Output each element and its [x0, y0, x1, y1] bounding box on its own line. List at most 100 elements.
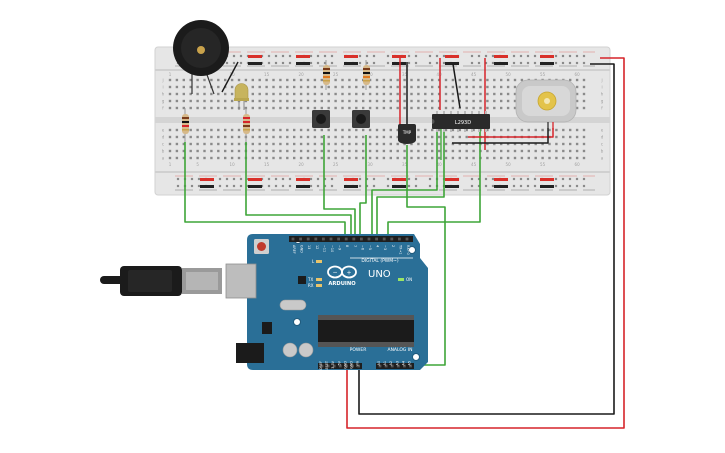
- row-letter: d: [601, 135, 604, 140]
- capacitor-2: [298, 342, 314, 358]
- resistor-2[interactable]: [243, 108, 250, 142]
- wire-black-gnd[interactable]: [358, 63, 615, 415]
- header-pin[interactable]: [338, 364, 342, 368]
- usb-port[interactable]: [225, 263, 257, 299]
- on-label: ON: [406, 277, 412, 282]
- top-power-rail: [175, 51, 595, 67]
- header-pin[interactable]: [345, 364, 348, 368]
- pin-label: 5V: [337, 360, 341, 365]
- row-letter: h: [601, 92, 604, 97]
- digital-label: DIGITAL (PWM~): [361, 258, 399, 264]
- row-letter: g: [162, 99, 165, 104]
- header-pin[interactable]: [314, 237, 318, 241]
- led[interactable]: [234, 83, 249, 111]
- header-pin[interactable]: [403, 364, 406, 368]
- pin-label: RX←0: [406, 245, 410, 255]
- row-letter: e: [162, 128, 165, 133]
- header-pin[interactable]: [367, 237, 371, 241]
- header-pin[interactable]: [306, 237, 310, 241]
- pin-label: Vin: [356, 361, 360, 366]
- usb-cable[interactable]: [100, 266, 222, 296]
- row-letter: c: [601, 142, 603, 147]
- svg-text:L: L: [312, 259, 315, 264]
- pin-label: A3: [395, 361, 399, 365]
- column-number: 15: [264, 162, 270, 167]
- header-pin[interactable]: [337, 237, 340, 241]
- crystal: [279, 299, 307, 311]
- pin-label: TX→1: [398, 244, 402, 254]
- column-number: 50: [506, 72, 512, 77]
- header-pin[interactable]: [396, 364, 400, 368]
- row-letter: c: [162, 142, 164, 147]
- header-pin[interactable]: [405, 237, 409, 241]
- pushbutton-2[interactable]: [352, 110, 370, 128]
- wire-red-motor[interactable]: [468, 128, 554, 138]
- header-pin[interactable]: [299, 237, 302, 241]
- row-letter: j: [161, 78, 163, 83]
- column-number: 30: [368, 72, 374, 77]
- pin-label: GND: [350, 361, 354, 369]
- resistor-4[interactable]: [363, 60, 370, 90]
- header-pin[interactable]: [320, 364, 324, 368]
- pin-label: 3.3V: [331, 360, 335, 368]
- wire-black-motor[interactable]: [452, 128, 549, 144]
- pin-label: GND: [343, 361, 347, 369]
- header-pin[interactable]: [322, 237, 325, 241]
- wire-green-1[interactable]: [184, 142, 346, 238]
- column-number: 50: [506, 162, 512, 167]
- header-pin[interactable]: [332, 364, 336, 368]
- driver-label: L293D: [455, 120, 471, 126]
- pin-label: 4: [376, 245, 380, 247]
- analog-header[interactable]: [376, 363, 414, 369]
- column-number: 1: [169, 162, 172, 167]
- header-pin[interactable]: [375, 237, 378, 241]
- wire-red-5v[interactable]: [346, 57, 625, 429]
- column-number: 25: [333, 72, 339, 77]
- row-letter: a: [601, 156, 604, 161]
- svg-text:RX: RX: [308, 283, 314, 288]
- column-number: 15: [264, 72, 270, 77]
- pin-label: AREF: [292, 245, 296, 254]
- piezo-buzzer[interactable]: [173, 20, 229, 95]
- wire-green-2[interactable]: [245, 142, 352, 238]
- dc-motor[interactable]: [515, 79, 577, 130]
- reset-button[interactable]: [254, 239, 269, 254]
- header-pin[interactable]: [344, 237, 348, 241]
- pin-label: ~6: [360, 245, 364, 250]
- header-pin[interactable]: [390, 364, 394, 368]
- pushbutton-1[interactable]: [312, 110, 330, 128]
- header-pin[interactable]: [382, 237, 386, 241]
- wire-green-5[interactable]: [371, 128, 438, 238]
- header-pin[interactable]: [352, 237, 356, 241]
- header-pin[interactable]: [390, 237, 394, 241]
- pin-label: 12: [315, 245, 319, 249]
- pin-label: ~10: [330, 245, 334, 252]
- temperature-sensor[interactable]: TMP: [398, 124, 416, 144]
- header-pin[interactable]: [351, 364, 354, 368]
- resistor-3[interactable]: [323, 60, 330, 90]
- header-pin[interactable]: [378, 364, 382, 368]
- motor-driver-ic[interactable]: L293D: [432, 111, 490, 132]
- wire-green-3[interactable]: [323, 135, 356, 238]
- wire-green-7[interactable]: [387, 128, 481, 238]
- wires: [184, 57, 625, 429]
- header-pin[interactable]: [326, 364, 330, 368]
- power-jack[interactable]: [236, 343, 264, 363]
- header-pin[interactable]: [329, 237, 333, 241]
- row-letter: b: [601, 149, 604, 154]
- header-pin[interactable]: [357, 364, 360, 368]
- column-number: 40: [437, 162, 443, 167]
- wire-green-6[interactable]: [376, 128, 445, 238]
- header-pin[interactable]: [291, 237, 295, 241]
- wire-green-analog[interactable]: [406, 145, 446, 366]
- header-pin[interactable]: [384, 364, 388, 368]
- header-pin[interactable]: [360, 237, 363, 241]
- resistor-1[interactable]: [182, 108, 189, 142]
- digital-header[interactable]: [289, 236, 413, 242]
- header-pin[interactable]: [409, 364, 412, 368]
- wire-green-4[interactable]: [359, 135, 367, 238]
- header-pin[interactable]: [398, 237, 401, 241]
